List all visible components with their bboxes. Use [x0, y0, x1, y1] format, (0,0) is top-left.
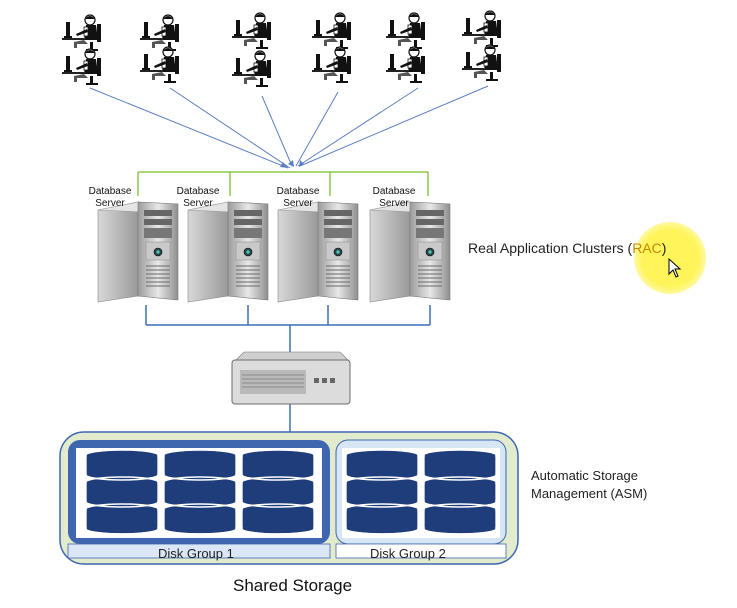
server-label-line2: Server — [95, 198, 125, 209]
server-label: Database Server — [80, 186, 140, 210]
server-label-line2: Server — [283, 198, 313, 209]
user-at-computer-icon — [385, 46, 426, 84]
user-at-computer-icon — [231, 50, 272, 88]
server-tower-icon — [369, 201, 451, 303]
client-users — [61, 10, 502, 88]
rac-acronym: RAC — [632, 240, 662, 256]
user-at-computer-icon — [461, 44, 502, 82]
rac-label-suffix: ) — [661, 240, 667, 256]
server-label-line2: Server — [183, 198, 213, 209]
storage-network-lines — [145, 305, 431, 432]
server-label-line1: Database — [372, 186, 416, 197]
asm-label-line2: Management (ASM) — [531, 486, 648, 501]
disk-group-2-label: Disk Group 2 — [370, 546, 446, 561]
server-label: Database Server — [364, 186, 424, 210]
user-at-computer-icon — [311, 46, 352, 84]
disk-group-1-disks — [85, 449, 315, 535]
server-tower-icon — [277, 201, 359, 303]
user-at-computer-icon — [139, 46, 180, 84]
disk-stack-icon — [85, 449, 159, 535]
rac-label-text: Real Application Clusters ( — [468, 240, 633, 256]
server-label: Database Server — [268, 186, 328, 210]
asm-label: Automatic Storage Management (ASM) — [531, 467, 721, 503]
server-tower-icon — [187, 201, 269, 303]
server-label: Database Server — [168, 186, 228, 210]
user-at-computer-icon — [61, 48, 102, 86]
asm-label-line1: Automatic Storage — [531, 468, 638, 483]
user-at-computer-icon — [385, 12, 426, 50]
disk-stack-icon — [241, 449, 315, 535]
disk-stack-icon — [345, 449, 419, 535]
server-label-line1: Database — [88, 186, 132, 197]
shared-storage-label: Shared Storage — [233, 576, 353, 595]
user-at-computer-icon — [231, 12, 272, 50]
disk-stack-icon — [423, 449, 497, 535]
rac-label: Real Application Clusters (RAC) — [468, 240, 666, 256]
database-servers — [97, 201, 451, 303]
network-switch-icon — [231, 351, 351, 405]
cursor-highlight — [634, 222, 706, 294]
user-at-computer-icon — [311, 12, 352, 50]
disk-stack-icon — [163, 449, 237, 535]
user-at-computer-icon — [461, 10, 502, 48]
server-label-line1: Database — [176, 186, 220, 197]
server-label-line2: Server — [379, 198, 409, 209]
server-tower-icon — [97, 201, 179, 303]
client-connection-lines — [89, 85, 489, 169]
disk-group-1-label: Disk Group 1 — [158, 546, 234, 561]
user-at-computer-icon — [139, 14, 180, 52]
user-at-computer-icon — [61, 14, 102, 52]
server-interconnect-bus — [137, 171, 429, 196]
mouse-cursor-icon — [668, 258, 682, 278]
server-label-line1: Database — [276, 186, 320, 197]
